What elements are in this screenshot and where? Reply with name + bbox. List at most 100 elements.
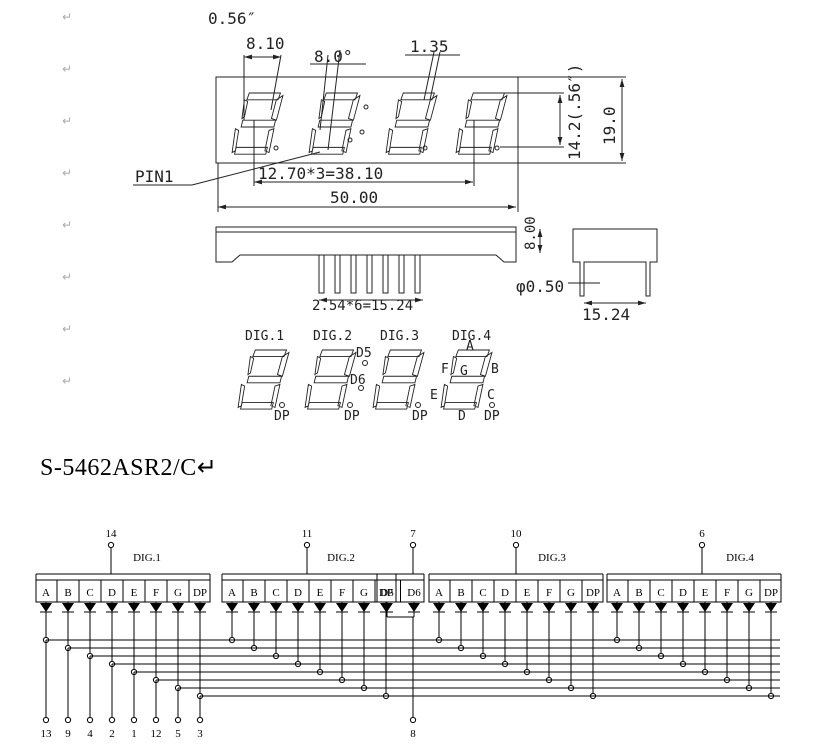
digit-group-label: DIG.3 [538,552,566,564]
segment-label: E [702,587,709,599]
bottom-pin-terminal [86,716,94,724]
total-width-dimension: 50.00 [330,188,378,207]
bottom-pin-terminal [64,716,72,724]
junction [701,668,709,676]
segment-label: F [724,587,730,599]
side-height-dimension: 8.00 [523,216,539,250]
segment-e-label: E [430,388,438,403]
segment-b-label: B [491,362,499,377]
segment-c-label: C [487,388,495,403]
junction [228,636,236,644]
slant-angle-dimension: 8.0° [314,47,353,66]
junction [635,644,643,652]
led-diode [40,603,52,612]
led-diode [128,603,140,612]
pinout-digit [237,349,290,410]
junction [523,668,531,676]
row-spacing-dimension: 15.24 [582,305,630,324]
segment-g-label: G [460,364,468,379]
segment-label: G [174,587,182,599]
dig1-label: DIG.1 [245,329,284,344]
side-view-body [215,226,517,263]
segment-label: G [745,587,753,599]
d-pin-number: 8 [410,728,416,740]
junction [338,676,346,684]
led-diode [477,603,489,612]
bottom-pin-terminal [108,716,116,724]
led-diode [721,603,733,612]
junction [130,668,138,676]
digit-outline [385,92,438,155]
common-pin-terminal [107,541,115,549]
junction [435,636,443,644]
segment-f-label: F [441,362,449,377]
led-diode [292,603,304,612]
led-diode [62,603,74,612]
common-pin-number: 6 [699,528,705,540]
paragraph-mark: ↵ [62,62,73,76]
pin-diameter-dimension: φ0.50 [516,277,564,296]
side-view-pins [318,254,421,294]
dig3-label: DIG.3 [380,329,419,344]
junction [152,676,160,684]
pinout-digit [372,349,425,410]
pin-pitch-dimension: 2.54*6=15.24 [312,298,413,314]
dp3-label: DP [412,409,428,424]
digit-pitch-dimension: 12.70*3=38.10 [258,164,383,183]
segment-label-row [428,579,604,603]
segment-label: A [42,587,50,599]
segment-label: B [457,587,464,599]
bottom-pin-number: 2 [109,728,115,740]
led-diode [587,603,599,612]
segment-label: C [86,587,93,599]
segment-label: B [64,587,71,599]
paragraph-mark: ↵ [62,270,73,284]
segment-label: DP [193,587,207,599]
bottom-pin-terminal [42,716,50,724]
segment-label-row [35,579,211,603]
bottom-pin-terminal [152,716,160,724]
segment-label: DP [379,587,393,599]
led-diode [455,603,467,612]
junction [723,676,731,684]
junction [294,660,302,668]
led-diode [172,603,184,612]
segment-label: DP [764,587,778,599]
bottom-pin-number: 12 [151,728,162,740]
digit-outline [455,92,508,155]
junction [382,692,390,700]
common-pin-terminal [303,541,311,549]
led-diode [314,603,326,612]
total-height-dimension: 19.0 [600,106,619,145]
junction [174,684,182,692]
segment-label: E [524,587,531,599]
segment-label: D [501,587,509,599]
junction [589,692,597,700]
pin1-label: PIN1 [135,167,174,186]
paragraph-mark: ↵ [62,218,73,232]
model-number: S-5462ASR2/C↵ [40,455,218,481]
led-diode [380,603,392,612]
segment-label: F [153,587,159,599]
digit-height-dimension: 14.2(.56″) [565,64,584,160]
bottom-pin-terminal [130,716,138,724]
dig2-label: DIG.2 [313,329,352,344]
segment-label: D6 [407,587,421,599]
common-pin-terminal [512,541,520,549]
led-diode [408,603,420,612]
pinout-digit [304,349,357,410]
led-diode [565,603,577,612]
junction [196,692,204,700]
segment-label: A [435,587,443,599]
bottom-pin-number: 5 [175,728,181,740]
led-diode [381,603,393,612]
junction [745,684,753,692]
led-diode [611,603,623,612]
segment-label: D [679,587,687,599]
led-diode [150,603,162,612]
dig4-label: DIG.4 [452,329,491,344]
led-diode [521,603,533,612]
paragraph-mark: ↵ [62,114,73,128]
led-diode [499,603,511,612]
junction [479,652,487,660]
